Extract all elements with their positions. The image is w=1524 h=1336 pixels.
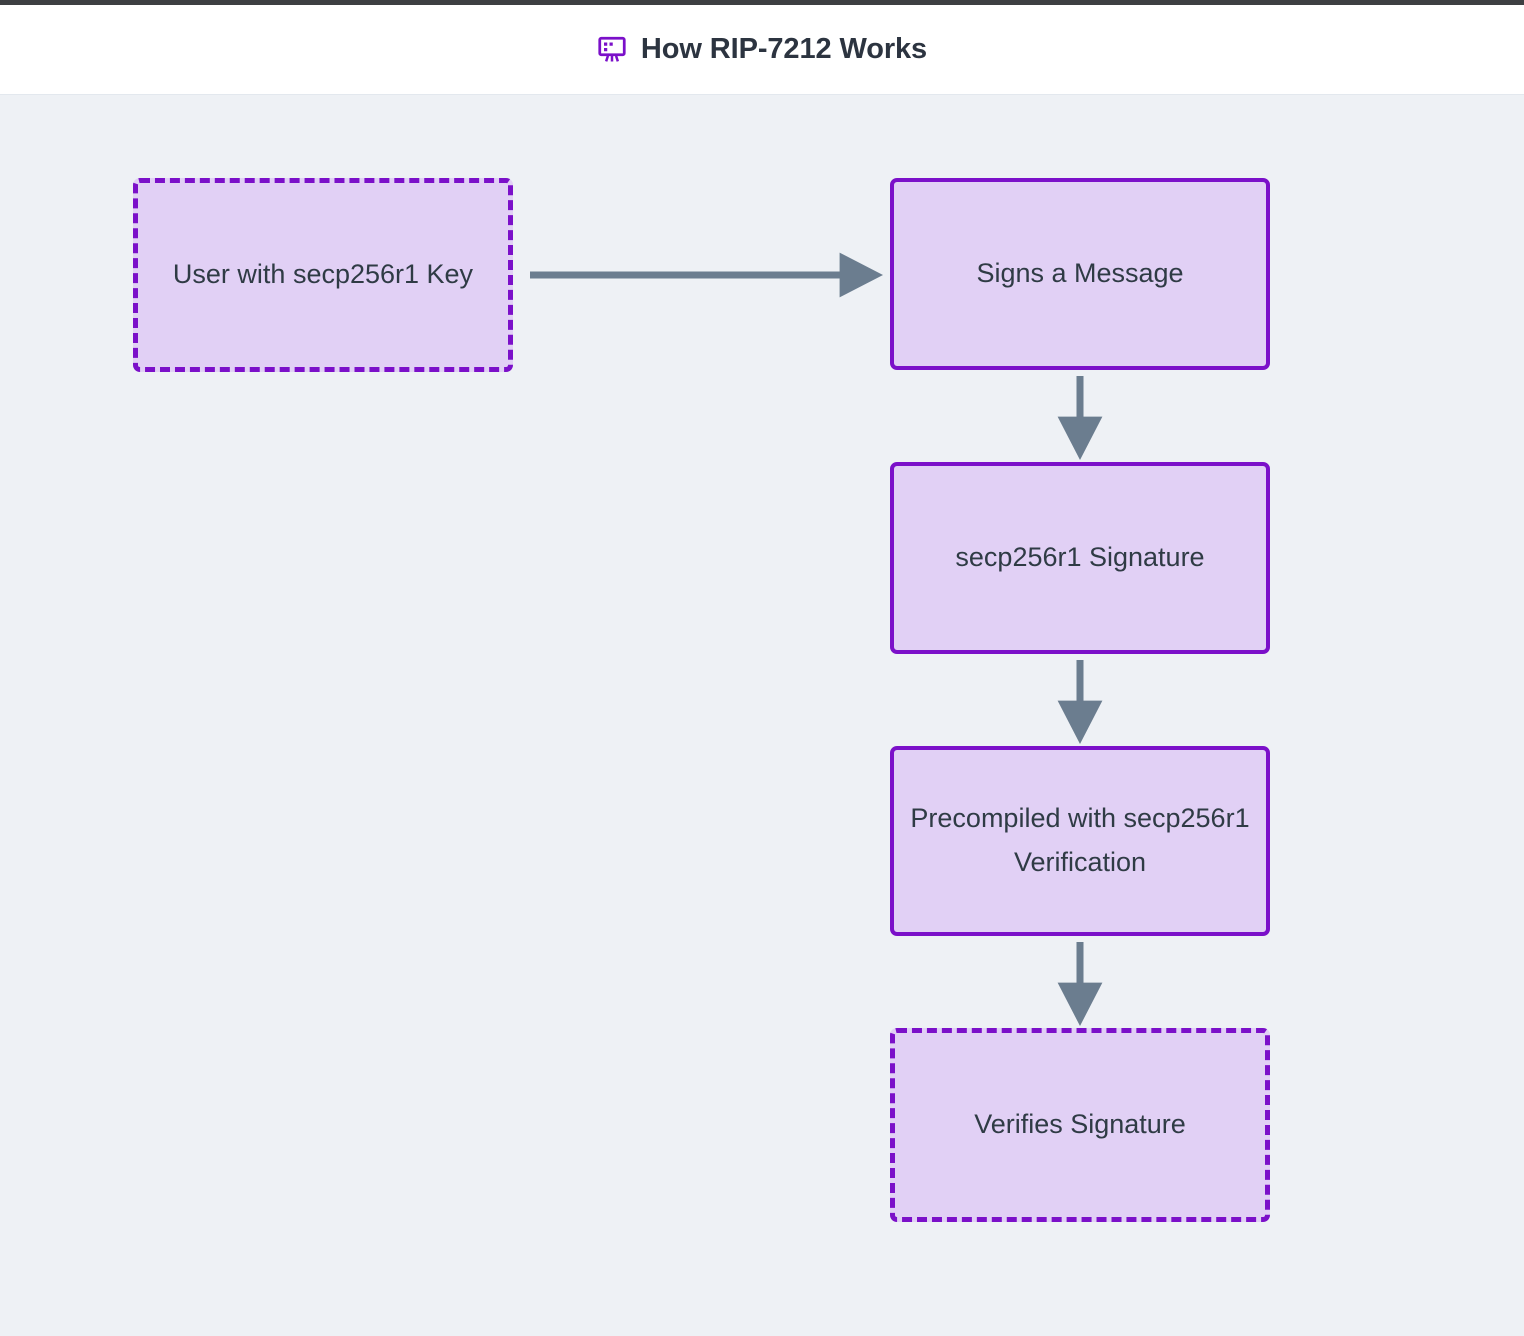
page-title: How RIP-7212 Works <box>640 33 928 65</box>
node-label: secp256r1 Signature <box>955 542 1205 573</box>
diagram-canvas: User with secp256r1 Key Signs a Message … <box>0 96 1524 1336</box>
node-label: Precompiled with secp256r1 Verification <box>910 803 1250 877</box>
node-user-with-secp256r1-key[interactable]: User with secp256r1 Key <box>133 178 513 372</box>
node-precompiled-with-secp256r1-verification[interactable]: Precompiled with secp256r1 Verification <box>890 746 1270 936</box>
node-verifies-signature[interactable]: Verifies Signature <box>890 1028 1270 1222</box>
node-secp256r1-signature[interactable]: secp256r1 Signature <box>890 462 1270 654</box>
node-label: Signs a Message <box>976 258 1184 289</box>
diagram-header: How RIP-7212 Works <box>0 5 1524 95</box>
presentation-board-icon <box>597 35 627 65</box>
node-signs-a-message[interactable]: Signs a Message <box>890 178 1270 370</box>
node-label: User with secp256r1 Key <box>172 259 474 290</box>
window-top-bar <box>0 0 1524 5</box>
header-inner: How RIP-7212 Works <box>597 33 927 66</box>
node-label: Verifies Signature <box>974 1109 1186 1140</box>
